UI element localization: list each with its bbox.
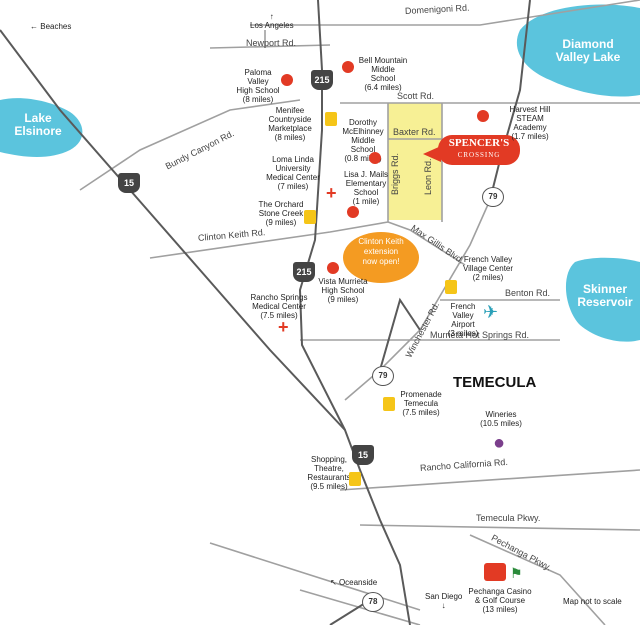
clinton-keith-callout: Clinton Keith extension now open! — [343, 232, 419, 283]
bundy-canyon-road — [79, 99, 301, 191]
newport-road — [209, 44, 331, 49]
apple-icon — [347, 206, 359, 218]
map-not-to-scale-note: Map not to scale — [563, 597, 622, 606]
route-79 — [489, 0, 531, 201]
apple-icon — [342, 61, 354, 73]
secondary-roads — [79, 0, 640, 625]
shopping-bag-icon — [349, 472, 361, 486]
murrieta-hot-springs-road-label: Murrieta Hot Springs Rd. — [430, 330, 530, 340]
diamond-valley-lake-label: Diamond Valley Lake — [555, 37, 621, 64]
leon-road-label: Leon Rd. — [423, 158, 433, 195]
shopping-bag-icon — [304, 210, 316, 224]
i15 — [0, 29, 411, 625]
temecula-city-label: TEMECULA — [453, 374, 537, 391]
temecula-pkwy — [359, 524, 640, 531]
route-78-shield: 78 — [362, 592, 384, 612]
airplane-icon: ✈ — [483, 302, 499, 322]
shopping-label: Shopping, Theatre, Restaurants (9.5 mile… — [307, 455, 351, 491]
spencers-crossing-pointer — [423, 146, 441, 162]
left-arrow-icon: ← — [30, 22, 38, 31]
san-diego-direction: San Diego↓ — [425, 592, 462, 610]
dice-icon — [484, 563, 506, 581]
lake-elsinore-label: Lake Elsinore — [14, 111, 62, 138]
lisa-mails-label: Lisa J. Mails Elementary School (1 mile) — [344, 170, 389, 206]
i215-shield-south: 215 — [293, 262, 315, 282]
los-angeles-direction: ↑Los Angeles — [250, 12, 294, 30]
harvest-hill-label: Harvest Hill STEAM Academy (1.7 miles) — [509, 105, 551, 141]
grapes-icon: ● — [492, 432, 506, 454]
southwest-road — [209, 542, 421, 611]
up-arrow-icon: ↑ — [269, 12, 274, 21]
apple-icon — [477, 110, 489, 122]
pechanga-label: Pechanga Casino & Golf Course (13 miles) — [468, 587, 532, 614]
shopping-bag-icon — [383, 397, 395, 411]
max-gillis-blvd — [387, 221, 466, 266]
orchard-label: The Orchard Stone Creek (9 miles) — [258, 200, 304, 227]
down-arrow-icon: ↓ — [441, 601, 446, 610]
medical-cross-icon: + — [278, 317, 289, 337]
bell-mountain-label: Bell Mountain Middle School (6.4 miles) — [358, 56, 408, 92]
los-angeles-label: Los Angeles — [250, 21, 294, 30]
skinner-reservoir — [565, 257, 640, 342]
scott-road-label: Scott Rd. — [397, 91, 435, 101]
apple-icon — [281, 74, 293, 86]
rancho-california-road — [339, 469, 640, 491]
beaches-label: Beaches — [40, 22, 72, 31]
route-79-shield-north: 79 — [482, 187, 504, 207]
oceanside-direction: ↖ Oceanside — [330, 578, 377, 587]
shopping-bag-icon — [325, 112, 337, 126]
loma-linda-label: Loma Linda University Medical Center (7 … — [266, 155, 320, 191]
vista-murrieta-label: Vista Murrieta High School (9 miles) — [318, 277, 368, 304]
briggs-road-label: Briggs Rd. — [390, 152, 400, 195]
french-valley-airport-label: French Valley Airport (3 miles) — [447, 302, 479, 338]
oceanside-road — [299, 589, 421, 625]
temecula-pkwy-label: Temecula Pkwy. — [476, 513, 541, 523]
brand-line1: SPENCER'S — [448, 137, 510, 149]
paloma-valley-label: Paloma Valley High School (8 miles) — [236, 68, 280, 104]
domenigoni-road — [250, 0, 640, 26]
pechanga-pkwy — [469, 534, 606, 625]
left-up-arrow-icon: ↖ — [330, 578, 337, 587]
french-valley-village-label: French Valley Village Center (2 miles) — [462, 255, 514, 282]
highways — [0, 0, 531, 625]
san-diego-label: San Diego — [425, 592, 463, 601]
benton-road-label: Benton Rd. — [505, 288, 551, 298]
clinton-keith-road — [149, 221, 389, 259]
baxter-road-label: Baxter Rd. — [393, 127, 436, 137]
i15-shield-north: 15 — [118, 173, 140, 193]
route-79-south — [379, 297, 421, 371]
i15-shield-south: 15 — [352, 445, 374, 465]
promenade-label: Promenade Temecula (7.5 miles) — [400, 390, 442, 417]
diamond-valley-lake — [516, 4, 640, 97]
menifee-marketplace-label: Menifee Countryside Marketplace (8 miles… — [268, 106, 312, 142]
wineries-label: Wineries (10.5 miles) — [480, 410, 522, 428]
shopping-bag-icon — [445, 280, 457, 294]
rancho-springs-label: Rancho Springs Medical Center (7.5 miles… — [250, 293, 308, 320]
brand-line2: CROSSING — [457, 151, 501, 159]
i215-shield-north: 215 — [311, 70, 333, 90]
newport-road-label: Newport Rd. — [246, 38, 297, 48]
oceanside-label: Oceanside — [338, 578, 378, 587]
golf-flag-icon: ⚑ — [510, 565, 523, 581]
skinner-reservoir-label: Skinner Reservoir — [577, 282, 633, 309]
medical-cross-icon: + — [326, 183, 337, 203]
route-79-shield-south: 79 — [372, 366, 394, 386]
spencers-crossing-logo: SPENCER'S CROSSING — [438, 135, 520, 165]
apple-icon — [327, 262, 339, 274]
apple-icon — [369, 152, 381, 164]
beaches-direction: ← Beaches — [30, 22, 71, 31]
